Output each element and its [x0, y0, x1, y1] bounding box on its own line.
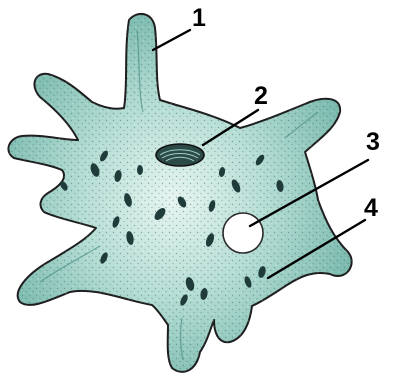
label-3: 3	[366, 128, 380, 156]
label-2: 2	[254, 82, 268, 110]
food-vacuole	[137, 165, 143, 175]
nucleus	[156, 144, 204, 166]
label-4: 4	[364, 194, 378, 222]
leader-line-1	[153, 30, 190, 50]
amoeba-body	[8, 14, 351, 372]
contractile-vacuole	[223, 213, 263, 253]
label-1: 1	[192, 4, 206, 32]
